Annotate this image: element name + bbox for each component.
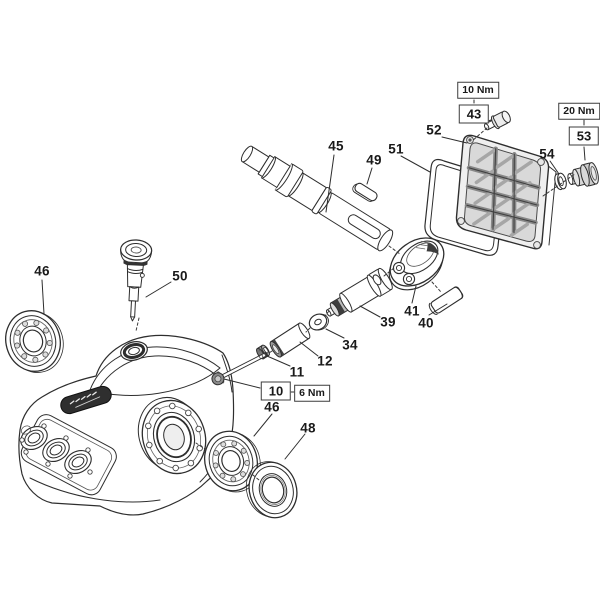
callout-54-washer: 54: [539, 146, 555, 162]
bearing-46-bottom: [204, 430, 261, 493]
torque-box-6nm: 6 Nm: [294, 384, 330, 402]
part-box-10-rod: 10: [260, 381, 292, 401]
plunger-39: [325, 267, 393, 317]
part-box-53-plug: 53: [568, 126, 600, 146]
callout-12-sleeve: 12: [317, 353, 333, 369]
callout-50-dipstick: 50: [172, 268, 188, 284]
callout-45-shaft: 45: [328, 138, 344, 154]
callout-48-seal: 48: [300, 420, 316, 436]
wobble-plate-41: [388, 237, 445, 291]
callout-41-wobble: 41: [404, 303, 420, 319]
torque-box-20nm: 20 Nm: [558, 102, 600, 120]
cylinder-bores: [19, 423, 93, 479]
oil-dipstick-50: [120, 239, 153, 322]
pin-40: [428, 286, 464, 315]
screw-43: [483, 110, 511, 131]
callout-40-pin: 40: [418, 315, 434, 331]
shaft-key-49: [352, 182, 378, 202]
callout-49-key: 49: [366, 152, 382, 168]
cover-plate-52: [455, 134, 557, 250]
washer-34: [308, 313, 329, 331]
callout-51-gasket: 51: [388, 141, 404, 157]
pump-housing: [18, 334, 235, 516]
seal-48: [245, 461, 298, 519]
callout-52-cover: 52: [426, 122, 442, 138]
callout-46-bottom-bearing: 46: [264, 399, 280, 415]
assembly-axis-dashes: [135, 127, 576, 481]
bearing-flange: [137, 397, 207, 475]
callout-46-left-bearing: 46: [34, 263, 50, 279]
sleeve-12: [269, 322, 311, 358]
oil-filler-port: [120, 341, 148, 361]
drive-shaft-45: [240, 145, 394, 252]
callout-34-washer: 34: [342, 337, 358, 353]
callout-39-plunger: 39: [380, 314, 396, 330]
bearing-46-left: [5, 310, 64, 373]
torque-box-10nm: 10 Nm: [457, 81, 499, 99]
callout-11-nut: 11: [289, 364, 305, 380]
part-box-43-screw: 43: [458, 104, 490, 124]
plug-53: [567, 162, 599, 187]
logo-plate: [60, 385, 112, 415]
